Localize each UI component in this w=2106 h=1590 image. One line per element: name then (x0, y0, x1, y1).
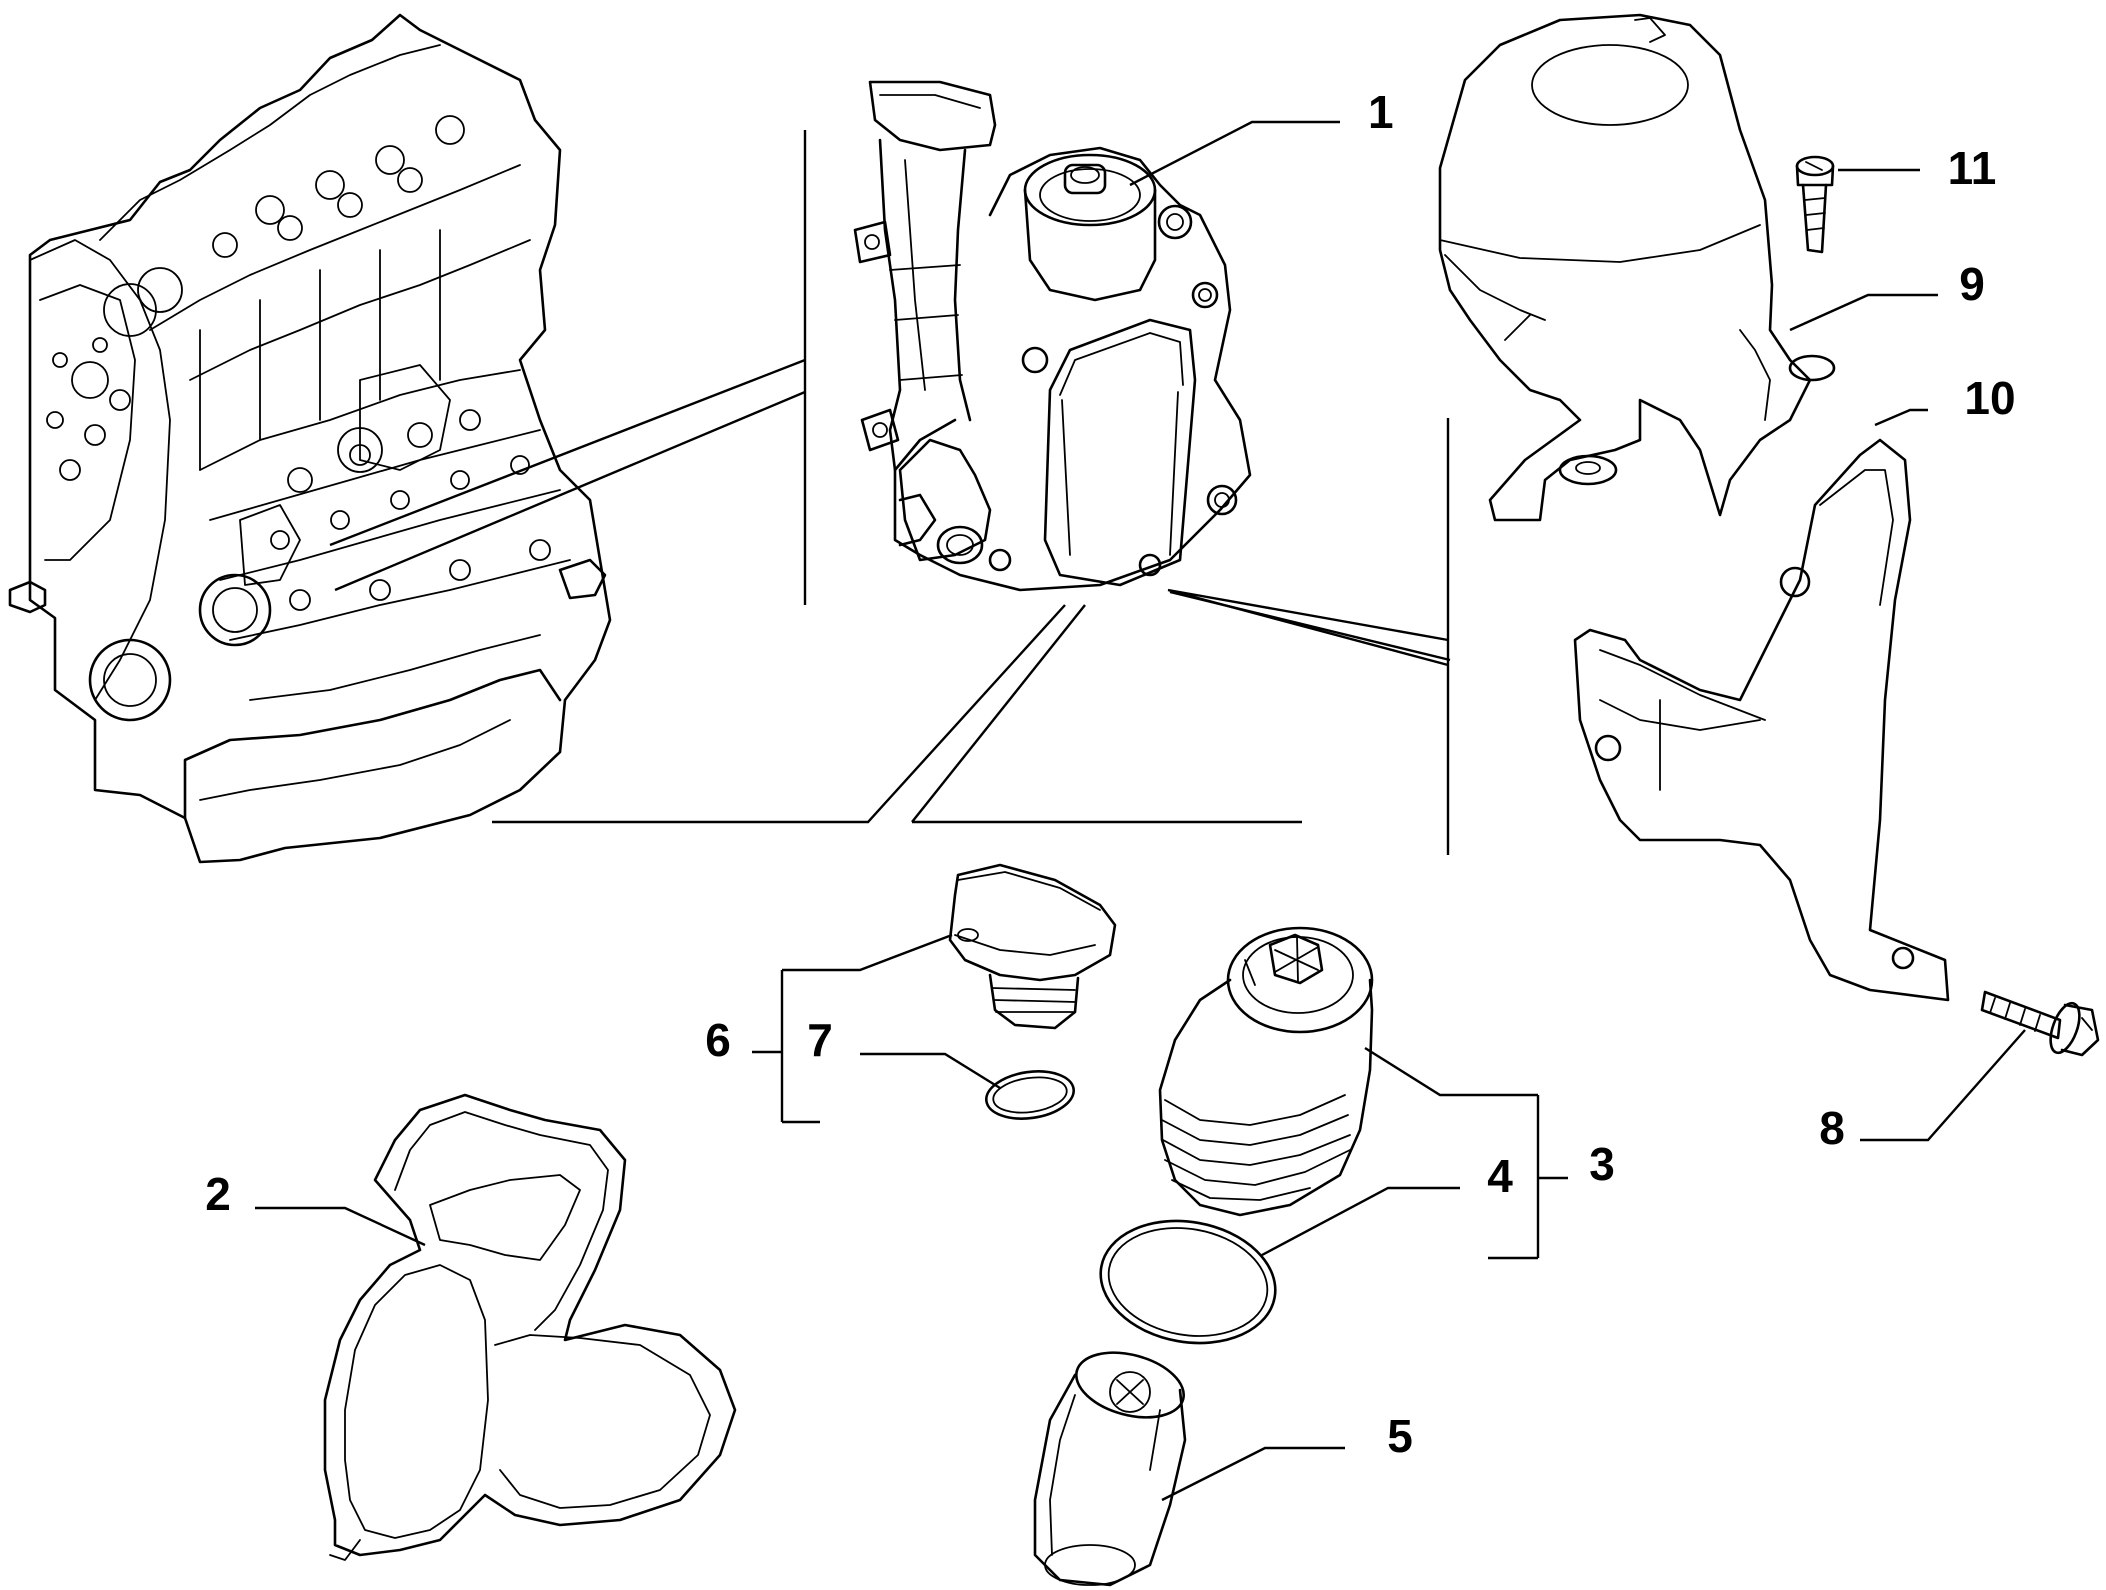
callout-1: 1 (1368, 86, 1394, 138)
callout-labels: 1 2 3 4 5 6 7 8 9 10 11 (205, 86, 2015, 1462)
leader-8 (1860, 1029, 2026, 1142)
callout-9: 9 (1959, 258, 1985, 310)
o-ring-icon (1099, 1219, 1277, 1345)
leader-7 (860, 1052, 1001, 1090)
explode-lines (329, 130, 1451, 855)
gasket-icon (323, 1093, 737, 1561)
leader-9 (1789, 293, 1938, 332)
leader-6 (752, 933, 953, 1124)
bracket-icon (1573, 438, 1950, 1002)
leader-4 (1261, 1186, 1460, 1257)
leader-2 (255, 1206, 426, 1247)
callout-7: 7 (807, 1014, 833, 1066)
leader-10 (1874, 408, 1928, 427)
o-ring-icon (985, 1070, 1075, 1120)
bolt-icon (1980, 990, 2100, 1057)
heat-shield-icon (1438, 13, 1836, 522)
callout-10: 10 (1964, 372, 2015, 424)
filter-cartridge-icon (1033, 1351, 1187, 1587)
engine-block-icon (8, 13, 612, 864)
filter-cover-icon (1158, 926, 1374, 1217)
leader-lines (255, 120, 2026, 1502)
callout-4: 4 (1487, 1150, 1513, 1202)
screw-icon (1795, 155, 1835, 254)
callout-5: 5 (1387, 1410, 1413, 1462)
callout-6: 6 (705, 1014, 731, 1066)
oil-filter-housing-icon (853, 80, 1252, 592)
filler-cap-icon (948, 863, 1117, 1030)
callout-11: 11 (1948, 142, 1997, 194)
callout-3: 3 (1589, 1138, 1615, 1190)
callout-8: 8 (1819, 1102, 1845, 1154)
leader-1 (1129, 120, 1340, 187)
callout-2: 2 (205, 1168, 231, 1220)
leader-3 (1364, 1046, 1568, 1260)
leader-5 (1161, 1446, 1345, 1502)
